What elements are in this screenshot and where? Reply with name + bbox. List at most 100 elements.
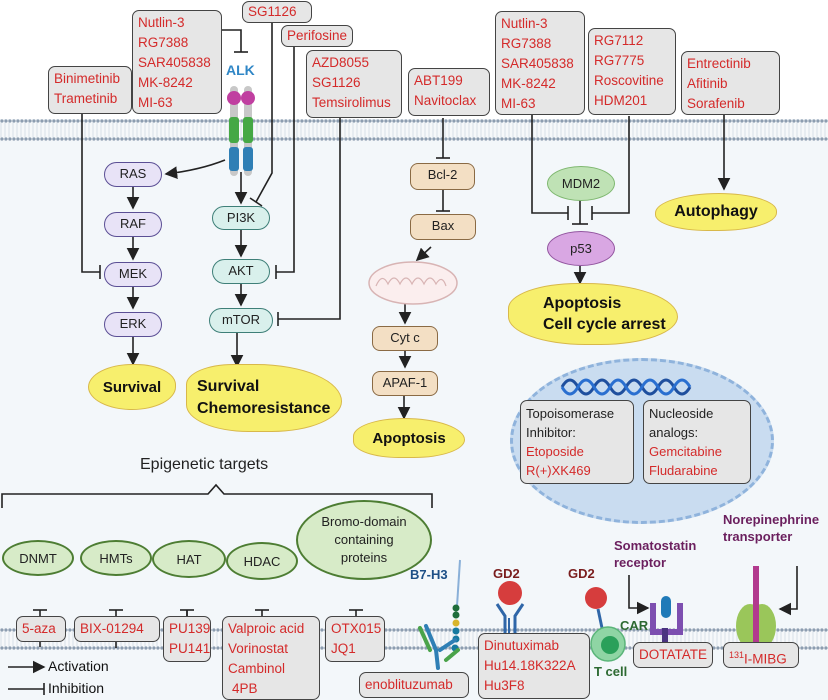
drug-label: Hu14.18K322A (484, 658, 576, 673)
outcome-label: Apoptosis (372, 429, 446, 447)
outcome-survival-chemoresistance: Survival Chemoresistance (186, 364, 342, 432)
outcome-survival: Survival (88, 364, 176, 410)
drug-name: I-MIBG (744, 651, 787, 667)
drug-label: 4PB (232, 681, 258, 696)
drug-label: SG1126 (248, 4, 297, 19)
gd2-antibody-drug-box: Dinutuximab Hu14.18K322A Hu3F8 (478, 633, 590, 699)
label-line: Somatostatin (614, 538, 697, 553)
box-heading: analogs: (649, 425, 699, 440)
drug-label: Dinutuximab (484, 638, 560, 653)
mek-inhibitor-box: Binimetinib Trametinib (48, 66, 132, 114)
target-dnmt: DNMT (2, 540, 74, 576)
dnmt-drug-box: 5-aza (16, 616, 66, 642)
b7h3-label: B7-H3 (410, 567, 448, 582)
drug-label: PU139 (169, 621, 211, 636)
cell-membrane-top (0, 119, 828, 141)
bax-mito-arrow (415, 246, 432, 262)
node-cytc: Cyt c (372, 326, 438, 351)
hmts-drug-box: BIX-01294 (74, 616, 160, 642)
topoisomerase-inhibitor-box: Topoisomerase Inhibitor: Etoposide R(+)X… (520, 400, 634, 484)
box-heading: Inhibitor: (526, 425, 576, 440)
autophagy-drug-box: Entrectinib Afitinib Sorafenib (681, 51, 780, 115)
drug-label: HDM201 (594, 93, 648, 108)
drug-label: RG7388 (138, 35, 189, 50)
drug-label: 131I-MIBG (729, 645, 793, 670)
drug-label: DOTATATE (639, 647, 707, 662)
alk-inhibition-line (222, 29, 242, 52)
outcome-label: Cell cycle arrest (543, 316, 666, 333)
somatostatin-drug-box: DOTATATE (633, 642, 713, 668)
drug-label: OTX015 (331, 621, 382, 636)
hat-drug-box: PU139 PU141 (163, 616, 211, 662)
node-ras: RAS (104, 162, 162, 187)
b7h3-antigen-icon (451, 559, 461, 652)
drug-label: Entrectinib (687, 56, 751, 71)
drug-label: R(+)XK469 (526, 463, 591, 478)
drug-label: MK-8242 (138, 75, 193, 90)
mtor-inhibitor-box: AZD8055 SG1126 Temsirolimus (306, 50, 402, 118)
drug-label: Navitoclax (414, 93, 477, 108)
drug-label: Gemcitabine (649, 444, 722, 459)
epigenetic-bracket (1, 483, 433, 508)
drug-label: AZD8055 (312, 55, 370, 70)
drug-label: RG7388 (501, 36, 552, 51)
enoblituzumab-antibody-icon (418, 624, 460, 670)
target-hmts: HMTs (80, 540, 152, 576)
label-line: Norepinephrine (723, 512, 820, 527)
drug-label: Cambinol (228, 661, 286, 676)
somatostatin-arrow (628, 575, 650, 615)
label-line: receptor (614, 555, 667, 570)
mdm2-inhibition-line-b (592, 116, 630, 214)
drug-label: RG7112 (594, 33, 644, 48)
target-label: containing (334, 532, 394, 547)
outcome-label: Apoptosis (543, 295, 622, 312)
box-heading: Topoisomerase (526, 406, 615, 421)
isotope-superscript: 131 (729, 650, 745, 660)
legend-inhibition-label: Inhibition (48, 680, 105, 696)
node-akt: AKT (212, 259, 270, 284)
drug-label: Sorafenib (687, 96, 745, 111)
epigenetic-title: Epigenetic targets (140, 456, 269, 473)
bcl2-inhibitor-box: ABT199 Navitoclax (408, 68, 490, 116)
drug-label: Nutlin-3 (138, 15, 185, 30)
somatostatin-receptor-label: Somatostatin receptor (614, 537, 696, 571)
alk-inhibitor-box: Nutlin-3 RG7388 SAR405838 MK-8242 MI-63 (132, 10, 222, 114)
drug-label: Hu3F8 (484, 678, 525, 693)
outcome-label: Chemoresistance (197, 400, 331, 417)
drug-label: Trametinib (54, 91, 118, 106)
drug-label: Fludarabine (649, 463, 718, 478)
mdm2-inhibitor-box-b: RG7112 RG7775 Roscovitine HDM201 (588, 28, 676, 115)
drug-label: JQ1 (331, 641, 356, 656)
outcome-apoptosis-cell-cycle-arrest: Apoptosis Cell cycle arrest (508, 283, 678, 345)
norepinephrine-transporter-label: Norepinephrine transporter (723, 511, 819, 545)
drug-label: Vorinostat (228, 641, 289, 656)
b7h3-drug-box: enoblituzumab (359, 672, 469, 698)
t-cell-label: T cell (594, 664, 628, 679)
drug-label: BIX-01294 (80, 621, 144, 636)
pi3k-inhibitor-box: SG1126 (242, 1, 312, 23)
car-t-cell-icon (585, 587, 626, 662)
outcome-autophagy: Autophagy (655, 193, 777, 231)
legend-activation-label: Activation (48, 658, 109, 674)
norepinephrine-transporter-icon (736, 566, 776, 648)
drug-label: Binimetinib (54, 71, 121, 86)
alk-label: ALK (226, 62, 255, 78)
drug-label: enoblituzumab (365, 677, 453, 692)
drug-label: 5-aza (22, 621, 56, 636)
somatostatin-receptor-icon (650, 596, 683, 654)
brd-drug-box: OTX015 JQ1 (325, 616, 385, 662)
outcome-label: Survival (197, 378, 260, 395)
drug-label: SAR405838 (138, 55, 211, 70)
mtor-inhibition-line (278, 118, 341, 320)
outcome-label: Autophagy (674, 203, 758, 220)
mibg-drug-box: 131I-MIBG (723, 642, 799, 668)
target-hdac: HDAC (226, 542, 298, 580)
label-line: transporter (723, 529, 793, 544)
gd2-label: GD2 (493, 566, 520, 581)
